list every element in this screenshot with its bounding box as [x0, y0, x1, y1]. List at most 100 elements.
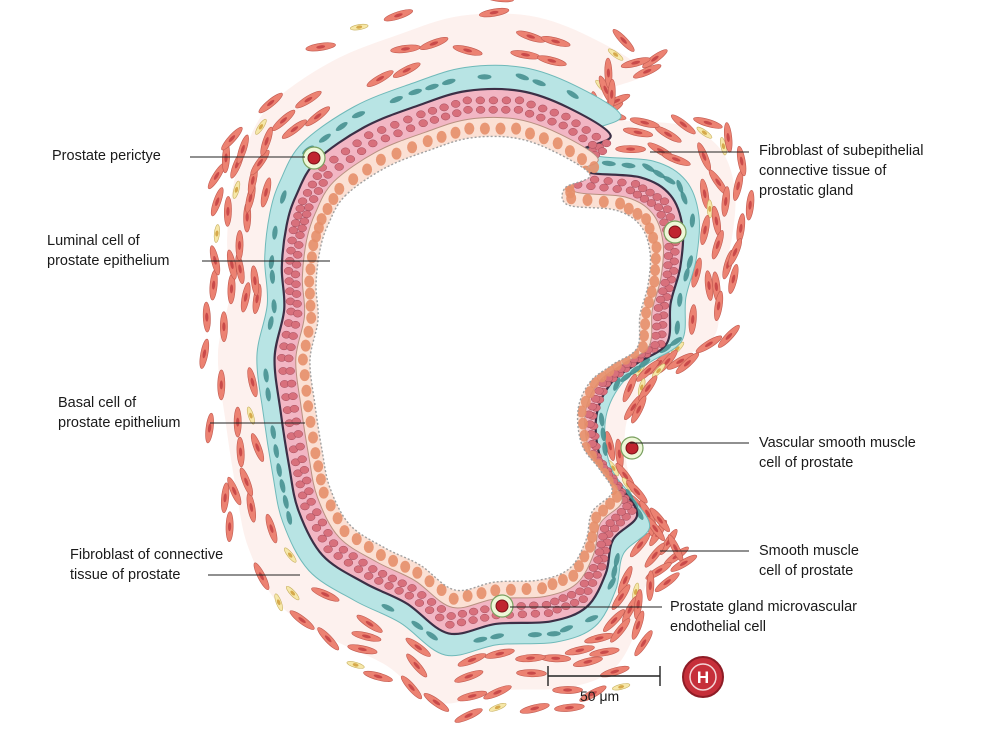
basal-cell-nucleus: [407, 584, 417, 592]
fibroblast-nucleus: [271, 299, 277, 314]
luminal-cell-nucleus: [476, 587, 487, 600]
basal-cell-nucleus: [451, 100, 461, 108]
fibroblast-nucleus: [613, 553, 620, 567]
fibroblast-nucleus: [601, 160, 616, 167]
basal-cell-nucleus: [597, 147, 608, 156]
basal-cell-nucleus: [293, 309, 303, 318]
luminal-cell-nucleus: [537, 582, 548, 595]
smooth-muscle-cell: [305, 106, 331, 127]
subepithelial-fibroblast: [585, 615, 599, 623]
basal-cell-nucleus: [587, 140, 598, 149]
smooth-muscle-cell: [457, 690, 488, 702]
smooth-muscle-cell: [629, 532, 651, 558]
basal-cell-nucleus: [297, 491, 308, 500]
smooth-muscle-cell: [634, 630, 653, 657]
basal-cell-nucleus: [598, 532, 608, 541]
hematoxylin-stain-icon: H: [682, 656, 724, 698]
luminal-cell-nucleus: [643, 296, 654, 309]
basal-cell-nucleus: [549, 108, 559, 117]
basal-cell-nucleus: [293, 250, 303, 259]
luminal-cell-nucleus: [605, 497, 616, 510]
cell-nucleus: [243, 292, 248, 302]
basal-cell-nucleus: [384, 582, 394, 590]
cell-nucleus: [365, 621, 374, 627]
cell-nucleus: [575, 648, 585, 653]
fibroblast-nucleus: [532, 79, 546, 87]
basal-cell-nucleus: [457, 609, 468, 618]
cell-nucleus: [739, 156, 744, 166]
basal-cell-nucleus: [302, 210, 312, 219]
luminal-cell-nucleus: [585, 386, 595, 399]
fibroblast-cell: [607, 48, 624, 61]
luminal-cell-nucleus: [547, 578, 558, 591]
cell-nucleus: [255, 294, 259, 304]
basal-cell-nucleus: [418, 119, 428, 128]
cell-nucleus: [725, 332, 733, 340]
smooth-muscle-cell: [649, 507, 670, 533]
cell-nucleus: [656, 368, 661, 374]
smooth-muscle-cell: [633, 64, 662, 79]
basal-cell-nucleus: [393, 129, 403, 138]
luminal-cell-nucleus: [505, 583, 516, 596]
smooth-muscle-cell: [406, 653, 428, 678]
basal-cell-nucleus: [288, 226, 298, 235]
cell-nucleus: [564, 706, 574, 710]
basal-cell-nucleus: [597, 562, 607, 571]
fibroblast-nucleus: [282, 495, 289, 509]
cell-nucleus: [671, 157, 681, 162]
cell-nucleus: [279, 117, 288, 124]
basal-cell-nucleus: [364, 572, 374, 580]
basal-cell-nucleus: [662, 270, 672, 279]
smooth-muscle-cell: [351, 631, 382, 642]
fibroblast-cell: [346, 661, 365, 669]
cell-nucleus: [637, 541, 644, 549]
basal-cell-nucleus: [286, 343, 296, 352]
basal-cell-nucleus: [616, 508, 627, 516]
basal-cell-nucleus: [517, 610, 528, 619]
luminal-cell-nucleus: [564, 145, 575, 158]
smooth-muscle-cell: [219, 311, 228, 342]
basal-cell-nucleus: [293, 211, 303, 220]
luminal-cell-nucleus: [479, 122, 490, 135]
basal-cell-nucleus: [390, 120, 400, 129]
basal-cell-nucleus: [652, 193, 662, 201]
pericyte-vessel: [302, 146, 326, 170]
subepithelial-fibroblast: [389, 96, 403, 104]
cell-nucleus: [463, 48, 472, 53]
basal-cell-nucleus: [306, 513, 316, 521]
basal-cell-nucleus: [387, 574, 398, 583]
cell-nucleus: [219, 380, 223, 390]
basal-cell-nucleus: [468, 607, 479, 616]
subepithelial-fibroblast: [663, 175, 676, 185]
cell-nucleus: [213, 255, 217, 265]
cell-nucleus: [634, 588, 638, 595]
cell-nucleus: [588, 691, 597, 697]
subepithelial-fibroblast: [532, 79, 546, 87]
basal-cell-nucleus: [665, 213, 675, 221]
fibroblast-nucleus: [286, 511, 293, 525]
fibroblast-nucleus: [265, 387, 271, 402]
basal-cell-nucleus: [670, 247, 680, 256]
smooth-muscle-cell: [390, 44, 421, 54]
basal-cell-nucleus: [445, 620, 455, 629]
cell-nucleus: [617, 626, 624, 634]
basal-cell-nucleus: [436, 605, 447, 613]
fibroblast-nucleus: [686, 255, 693, 269]
smooth-muscle-cell: [233, 406, 242, 438]
smooth-muscle-cell: [483, 685, 512, 700]
basal-cell-nucleus: [291, 290, 302, 298]
luminal-cell-nucleus: [538, 132, 549, 145]
smooth-muscle-cell: [383, 9, 414, 22]
smooth-muscle-cell: [610, 618, 631, 643]
luminal-cell-nucleus: [305, 299, 316, 312]
cell-nucleus: [414, 644, 422, 651]
cell-nucleus: [362, 634, 371, 639]
basal-cell-nucleus: [662, 205, 673, 214]
basal-cell-nucleus: [307, 180, 318, 189]
basal-cell-nucleus: [352, 139, 362, 148]
cell-nucleus: [610, 617, 618, 625]
stain-letter: H: [697, 668, 709, 687]
subepithelial-fibroblast: [638, 358, 651, 368]
cell-nucleus: [429, 41, 439, 46]
luminal-cell-nucleus: [400, 560, 411, 573]
